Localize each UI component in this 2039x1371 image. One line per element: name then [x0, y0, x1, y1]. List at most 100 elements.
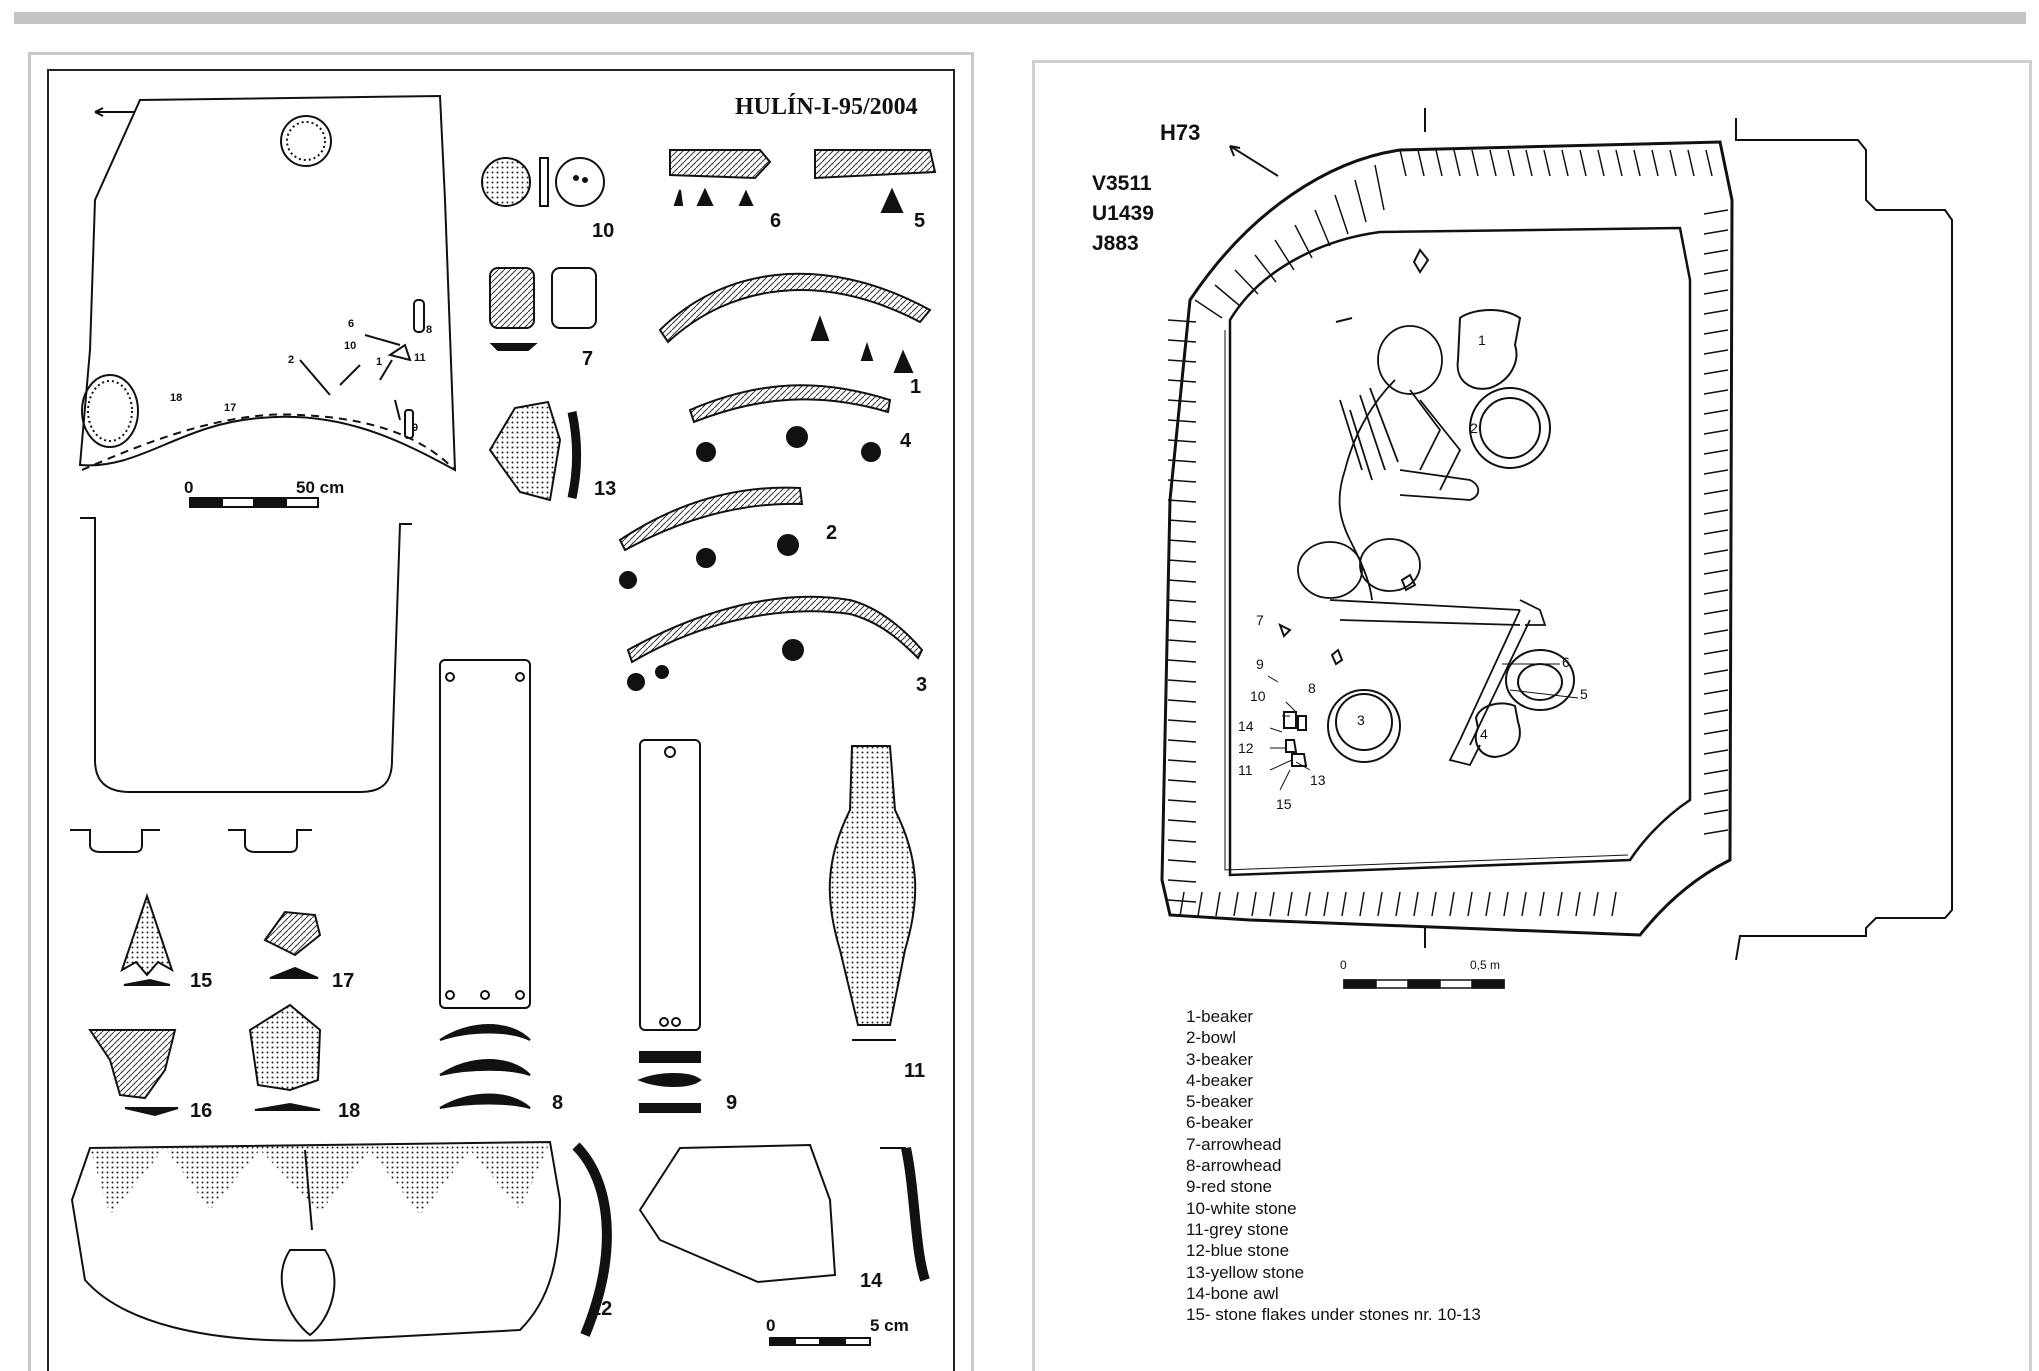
plan-scale-start: 0 [184, 478, 194, 497]
hachure-line [1287, 891, 1293, 917]
finds-legend: 1-beaker 2-bowl 3-beaker 4-beaker 5-beak… [1186, 1006, 1481, 1325]
hachure-line [1703, 369, 1729, 375]
hachure-line [1167, 539, 1197, 543]
artifact-number-4: 4 [900, 430, 912, 452]
artifact-scale-start: 0 [766, 1316, 776, 1335]
hachure-line [1703, 509, 1729, 515]
hachure-line [1167, 699, 1197, 703]
hachure-line [1354, 179, 1367, 223]
hachure-line [1489, 149, 1497, 177]
code-1: V3511 [1092, 172, 1152, 195]
artifact-number-13: 13 [594, 478, 617, 500]
skeleton-drawing [1297, 325, 1547, 767]
arrowhead-15-drawing [120, 892, 174, 986]
hachure-line [1251, 891, 1257, 917]
right-scale-end: 0,5 m [1470, 958, 1501, 972]
plan-label-r7: 7 [1256, 612, 1264, 628]
hachure-line [1413, 891, 1419, 917]
north-arrow [1229, 145, 1279, 177]
artifact-number-9: 9 [726, 1092, 738, 1114]
plan-label-r4: 4 [1480, 726, 1488, 742]
hachure-line [1703, 329, 1729, 335]
plan-label-r6: 6 [1562, 654, 1570, 670]
plan-label-10: 10 [344, 340, 357, 352]
right-scale-start: 0 [1340, 958, 1347, 972]
hachure-line [1197, 891, 1203, 917]
hachure-line [1167, 359, 1197, 363]
plan-label-r14: 14 [1238, 718, 1254, 734]
plan-label-11: 11 [414, 352, 426, 364]
legend-item: 2-bowl [1186, 1028, 1237, 1048]
legend-item: 5-beaker [1186, 1092, 1254, 1112]
plan-label-r9: 9 [1256, 656, 1264, 672]
hachure-line [1703, 209, 1729, 215]
hachure-line [1167, 599, 1197, 603]
hachure-line [1167, 779, 1197, 783]
hachure-line [1579, 149, 1587, 177]
hachure-line [1703, 549, 1729, 555]
plan-label-2: 2 [288, 354, 295, 366]
hachure-line [1471, 149, 1479, 177]
plan-label-18: 18 [170, 392, 183, 404]
legend-item: 12-blue stone [1186, 1241, 1290, 1261]
hachure-line [1703, 789, 1729, 795]
wristguard-8-drawing [439, 659, 531, 1109]
rod-4-drawing [688, 384, 892, 462]
section-drawing [70, 517, 412, 853]
hachure-line [1669, 149, 1677, 177]
hachure-line [1167, 619, 1197, 623]
plan-label-r3: 3 [1357, 712, 1365, 728]
hachure-line [1274, 239, 1295, 271]
left-plate-frame [47, 69, 955, 1371]
hachure-line [1167, 839, 1197, 843]
hachure-line [1234, 269, 1259, 295]
sherd-14-drawing [638, 1143, 930, 1284]
hachure-line [1194, 299, 1223, 319]
hachure-line [1703, 749, 1729, 755]
hachure-line [1359, 891, 1365, 917]
hachure-line [1399, 149, 1407, 177]
hachure-line [1593, 891, 1599, 917]
hachure-line [1449, 891, 1455, 917]
flake-17-drawing [263, 910, 322, 979]
legend-item: 10-white stone [1186, 1198, 1297, 1218]
hachure-line [1539, 891, 1545, 917]
hachure-line [1543, 149, 1551, 177]
hachure-line [1703, 729, 1729, 735]
hachure-line [1703, 649, 1729, 655]
hachure-line [1703, 809, 1729, 815]
hachure-line [1233, 891, 1239, 917]
hachure-line [1703, 669, 1729, 675]
hachure-line [1633, 149, 1641, 177]
hachure-line [1703, 529, 1729, 535]
hachure-line [1167, 499, 1197, 503]
vessel-1-drawing [1456, 309, 1522, 390]
artifact-number-11: 11 [904, 1060, 926, 1082]
hachure-line [1167, 679, 1197, 683]
hachure-line [1525, 149, 1533, 177]
legend-item: 13-yellow stone [1186, 1262, 1305, 1282]
hachure-line [1615, 149, 1623, 177]
hachure-line [1167, 439, 1197, 443]
sherd-12-drawing [70, 1140, 612, 1342]
hachure-line [1167, 759, 1197, 763]
artifact-number-5: 5 [914, 210, 926, 232]
hachure-line [1703, 429, 1729, 435]
pit-outline-drawing [1160, 140, 1734, 937]
artifact-number-1: 1 [910, 376, 922, 398]
hachure-line [1453, 149, 1461, 177]
hachure-line [1167, 659, 1197, 663]
artifact-number-8: 8 [552, 1092, 564, 1114]
hachure-line [1435, 149, 1443, 177]
rod-1-drawing [658, 272, 932, 373]
hachure-line [1611, 891, 1617, 917]
hachure-line [1703, 409, 1729, 415]
plan-label-17: 17 [224, 402, 237, 414]
plan-label-r8: 8 [1308, 680, 1316, 696]
plan-label-9: 9 [412, 422, 419, 434]
hachure-line [1703, 449, 1729, 455]
hachure-line [1334, 194, 1349, 235]
hachure-line [1269, 891, 1275, 917]
hachure-line [1705, 149, 1713, 177]
